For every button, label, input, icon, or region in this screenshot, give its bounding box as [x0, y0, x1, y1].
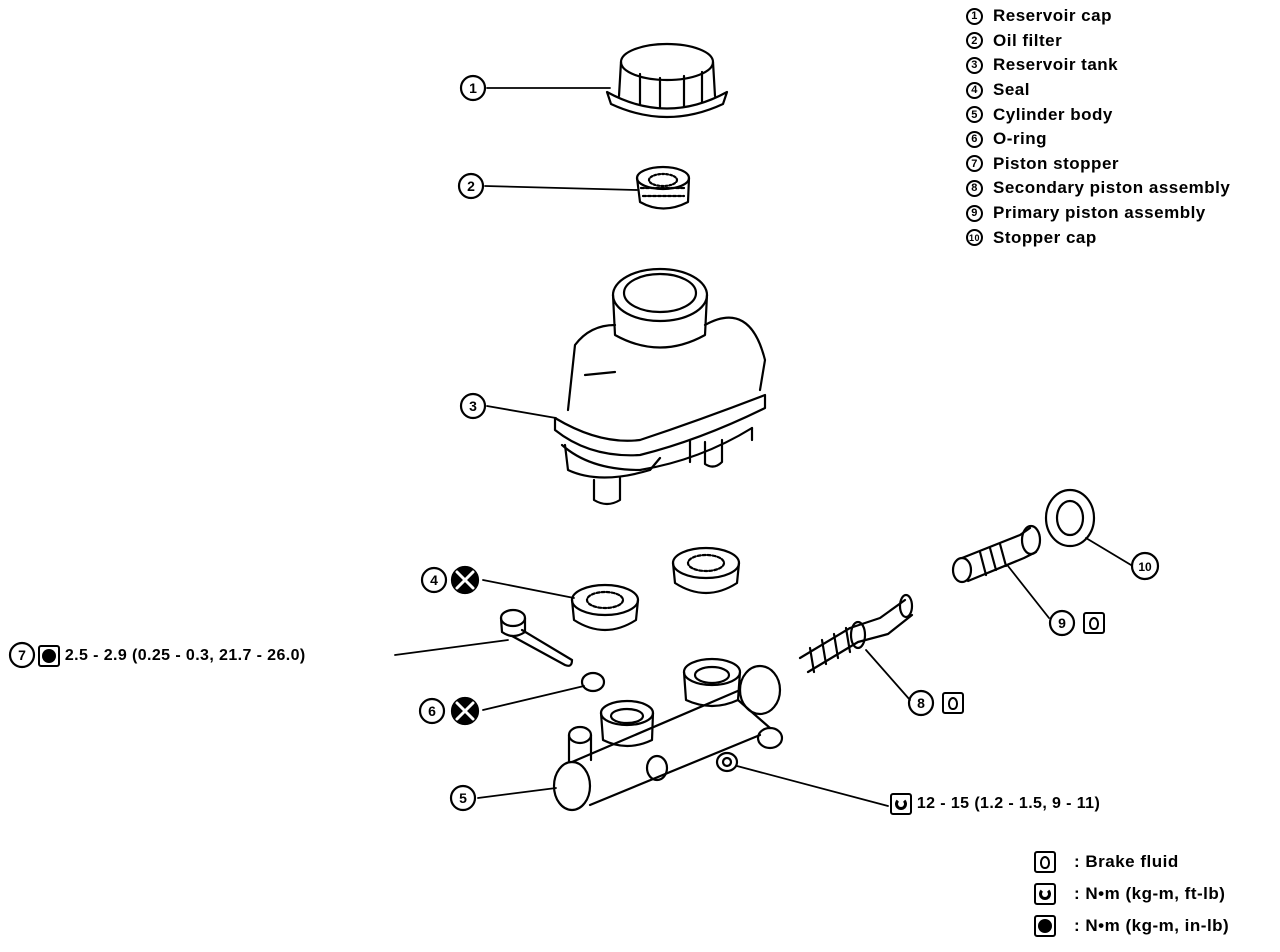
oil-filter-part: [635, 165, 691, 210]
stopper-cap-part: [1044, 488, 1096, 548]
primary-piston-part: [951, 524, 1042, 584]
callout-1: 1: [469, 80, 477, 96]
torque-spec-5: 12 - 15 (1.2 - 1.5, 9 - 11): [890, 793, 1100, 815]
callout-8: 8: [917, 695, 925, 711]
torque-ftlb-icon: [890, 793, 912, 815]
torque-5-value: 12 - 15 (1.2 - 1.5, 9 - 11): [916, 795, 1101, 813]
torque-ftlb-icon: [1034, 883, 1056, 905]
brake-fluid-marker-8: [942, 692, 964, 714]
o-ring-part: [580, 671, 606, 693]
legend-item: : N•m (kg-m, in-lb): [1034, 910, 1237, 942]
legend-item: : N•m (kg-m, ft-lb): [1034, 878, 1237, 910]
mounting-bolt-part: [715, 751, 739, 773]
leader-lines: [394, 87, 1132, 807]
callout-9: 9: [1058, 615, 1066, 631]
callout-10: 10: [1138, 560, 1152, 574]
replace-markers: [450, 565, 480, 726]
brake-fluid-marker-9: [1083, 612, 1105, 634]
callout-4: 4: [430, 572, 438, 588]
cylinder-body-part: [552, 657, 784, 812]
seal-part: [570, 546, 741, 631]
brake-fluid-icon: [1034, 851, 1056, 873]
symbol-legend: : Brake fluid : N•m (kg-m, ft-lb) : N•m …: [1034, 846, 1237, 942]
callout-circles: [8, 74, 1160, 812]
torque-inlb-icon: [38, 645, 60, 667]
brake-fluid-icon: [942, 692, 964, 714]
legend-item: : Brake fluid: [1034, 846, 1237, 878]
reservoir-cap-part: [605, 42, 729, 118]
reservoir-tank-part: [553, 267, 767, 506]
callout-3: 3: [469, 398, 477, 414]
callout-2: 2: [467, 178, 475, 194]
callout-6: 6: [428, 703, 436, 719]
torque-7-value: 2.5 - 2.9 (0.25 - 0.3, 21.7 - 26.0): [64, 647, 306, 665]
brake-fluid-icon: [1083, 612, 1105, 634]
callout-5: 5: [459, 790, 467, 806]
torque-inlb-icon: [1034, 915, 1056, 937]
piston-stopper-part: [499, 608, 574, 667]
torque-spec-7: 2.5 - 2.9 (0.25 - 0.3, 21.7 - 26.0): [38, 645, 306, 667]
secondary-piston-part: [798, 593, 914, 674]
callout-7: 7: [18, 647, 26, 663]
